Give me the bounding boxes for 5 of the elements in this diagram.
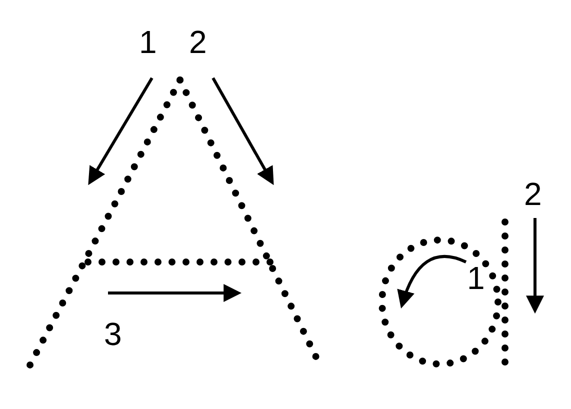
step-number: 1 xyxy=(139,26,157,58)
step-number: 1 xyxy=(467,262,485,294)
step-number: 2 xyxy=(189,26,207,58)
step-number: 2 xyxy=(524,178,542,210)
step-number: 3 xyxy=(104,318,122,350)
